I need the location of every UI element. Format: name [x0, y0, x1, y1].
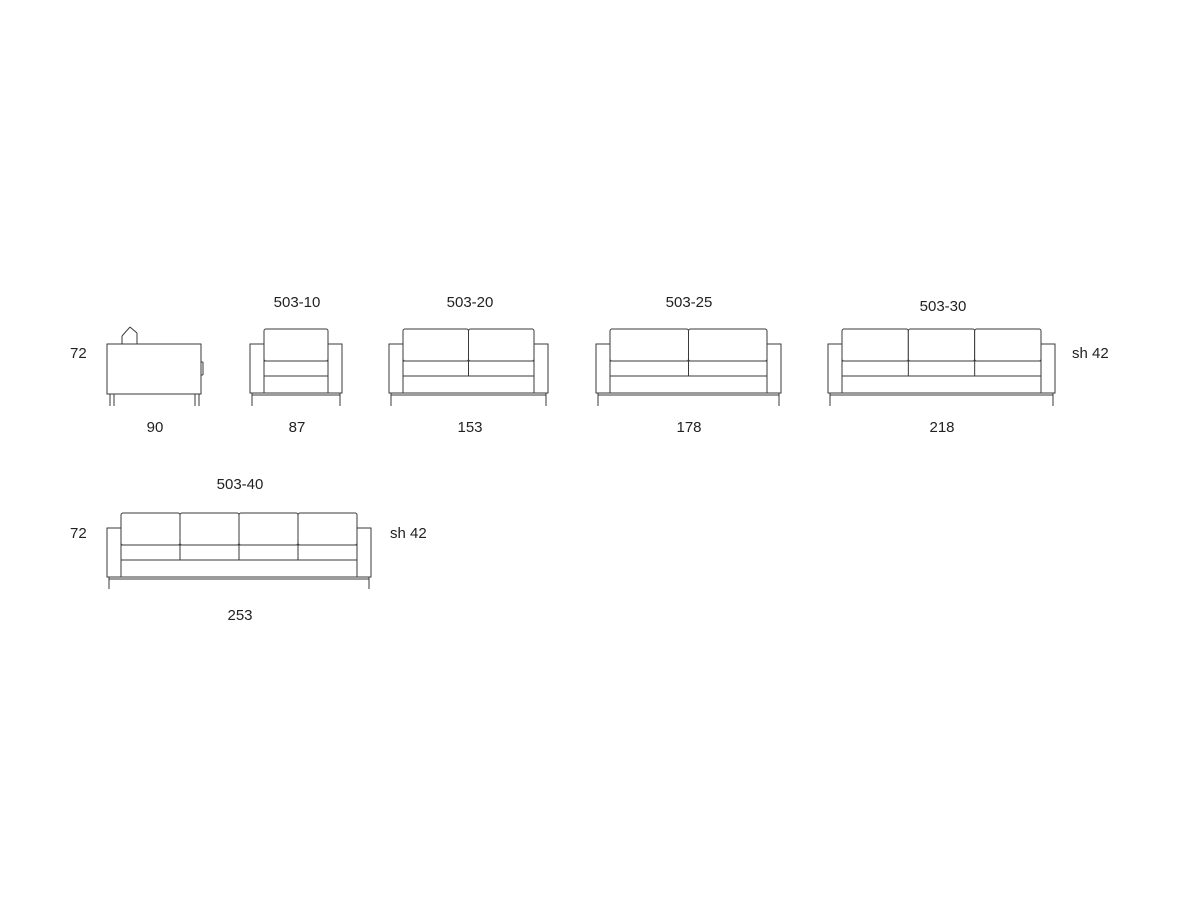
right-armrest [327, 343, 343, 394]
back-cushion-3 [238, 512, 299, 546]
seat-height-label-row1: sh 42 [1072, 345, 1109, 362]
width-label-503-30: 218 [929, 419, 954, 436]
back-cushion-1 [120, 512, 181, 546]
sofa-base [263, 375, 329, 394]
back-cushion-1 [263, 328, 329, 362]
sofa-base [120, 559, 358, 578]
sofa-base [841, 375, 1042, 394]
model-code-503-40: 503-40 [217, 476, 264, 493]
right-armrest [1040, 343, 1056, 394]
back-cushion-4 [297, 512, 358, 546]
sofa-503-10 [249, 328, 343, 406]
left-armrest [249, 343, 265, 394]
sofa-503-25 [595, 328, 782, 406]
sofa-base [402, 375, 535, 394]
model-code-503-30: 503-30 [920, 298, 967, 315]
width-label-503-40: 253 [227, 607, 252, 624]
seat-cushion-band [263, 360, 329, 377]
height-label-row1: 72 [70, 345, 87, 362]
right-armrest [533, 343, 549, 394]
model-code-503-25: 503-25 [666, 294, 713, 311]
left-armrest [827, 343, 843, 394]
sofa-side-view [106, 326, 204, 406]
back-cushion-1 [609, 328, 689, 362]
seat-cushion-band [841, 360, 1042, 377]
back-cushion-1 [841, 328, 909, 362]
model-code-503-10: 503-10 [274, 294, 321, 311]
width-label-side-view: 90 [147, 419, 164, 436]
width-label-503-20: 153 [457, 419, 482, 436]
height-label-row2: 72 [70, 525, 87, 542]
side-view-back-cushion-top [129, 326, 138, 334]
right-armrest [356, 527, 372, 578]
side-view-body [106, 343, 202, 395]
sofa-503-40 [106, 512, 372, 589]
back-cushion-2 [468, 328, 535, 362]
left-armrest [595, 343, 611, 394]
width-label-503-25: 178 [676, 419, 701, 436]
back-cushion-1 [402, 328, 469, 362]
width-label-503-10: 87 [289, 419, 306, 436]
back-cushion-2 [688, 328, 768, 362]
sofa-base [609, 375, 768, 394]
left-armrest [106, 527, 122, 578]
sofa-503-30 [827, 328, 1056, 406]
right-armrest [766, 343, 782, 394]
side-view-back-cushion [121, 326, 131, 337]
back-cushion-2 [907, 328, 976, 362]
back-cushion-2 [179, 512, 240, 546]
sofa-503-20 [388, 328, 549, 406]
back-cushion-3 [974, 328, 1042, 362]
model-code-503-20: 503-20 [447, 294, 494, 311]
left-armrest [388, 343, 404, 394]
seat-height-label-row2: sh 42 [390, 525, 427, 542]
